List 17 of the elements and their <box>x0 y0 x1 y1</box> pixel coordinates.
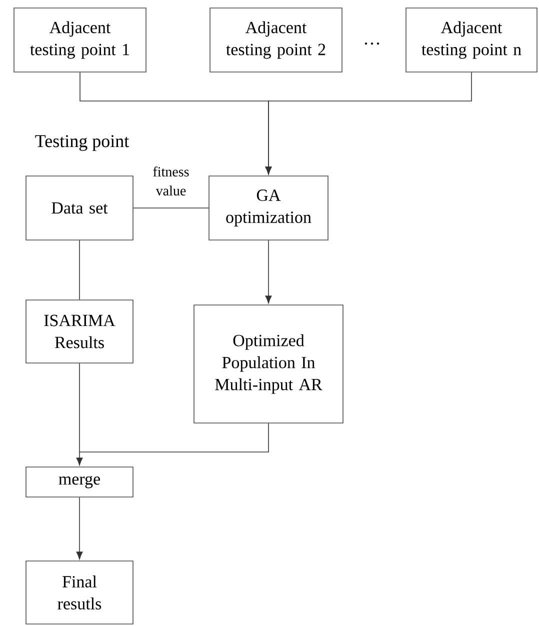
process-box: merge <box>26 466 134 498</box>
annotation-label: Testing point <box>35 135 130 151</box>
ellipsis: ··· <box>364 42 380 45</box>
connector-line <box>79 240 80 300</box>
arrow <box>265 72 472 174</box>
process-box: Adjacent testing point 2 <box>210 8 342 72</box>
edge-label: fitness value <box>140 166 202 196</box>
arrow <box>76 497 83 560</box>
process-box: Adjacent testing point 1 <box>14 8 146 72</box>
process-box: Final resutls <box>26 560 134 624</box>
process-box: GA optimization <box>208 176 328 240</box>
process-box: Adjacent testing point n <box>406 8 538 72</box>
process-box: ISARIMA Results <box>26 300 134 364</box>
process-box: Data set <box>26 176 134 240</box>
arrow <box>76 363 269 466</box>
arrow <box>265 240 272 304</box>
process-box: Optimized Population In Multi-input AR <box>194 304 344 424</box>
